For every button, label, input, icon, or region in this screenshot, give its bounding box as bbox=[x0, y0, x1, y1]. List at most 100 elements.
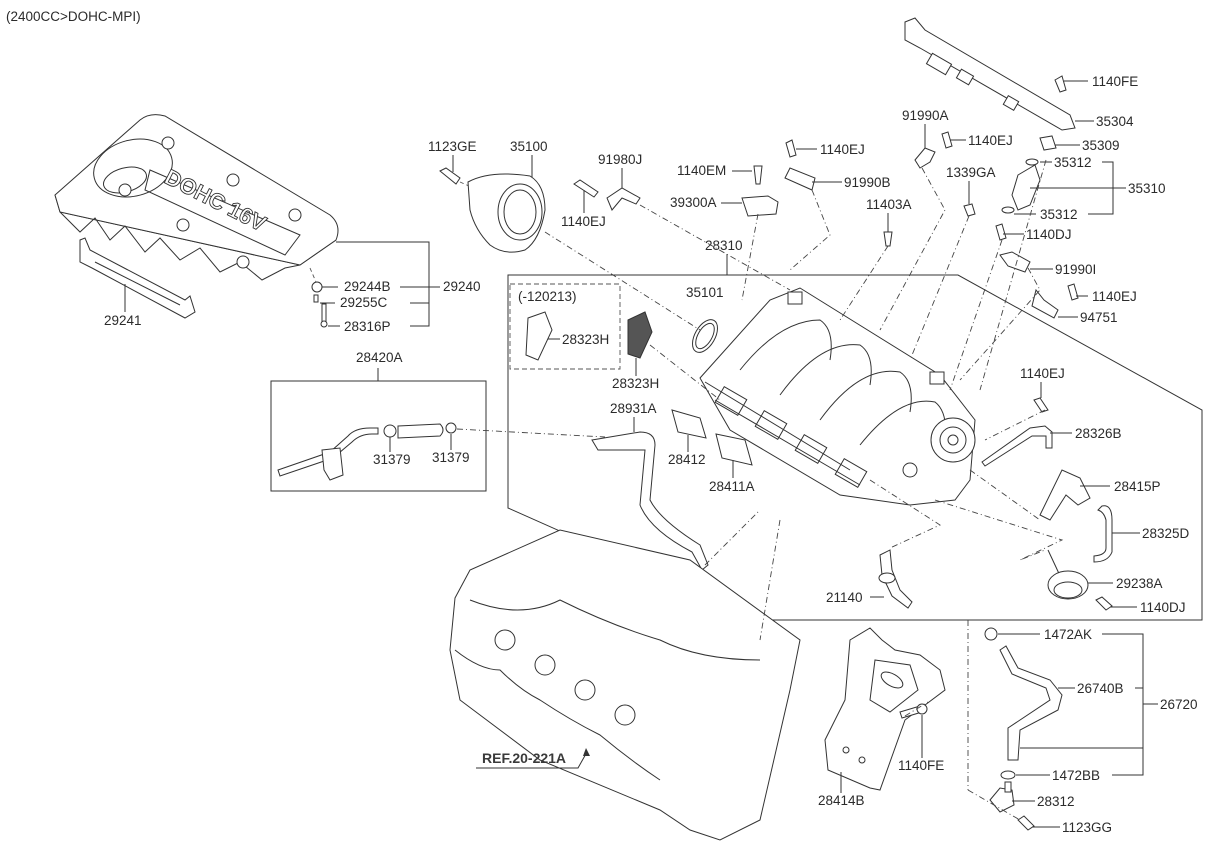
bracket-28414B[interactable] bbox=[824, 627, 946, 791]
tps-sensor-old[interactable] bbox=[525, 311, 553, 361]
part-label-31379-b[interactable]: 31379 bbox=[432, 450, 470, 465]
part-label-91990A[interactable]: 91990A bbox=[902, 108, 949, 123]
part-label-35312-b[interactable]: 35312 bbox=[1040, 207, 1078, 222]
part-label-29255C[interactable]: 29255C bbox=[340, 295, 388, 310]
part-label-28420A[interactable]: 28420A bbox=[356, 350, 403, 365]
bracket-91980J[interactable] bbox=[606, 187, 641, 211]
part-label-39300A[interactable]: 39300A bbox=[670, 195, 717, 210]
clamp-31379-a[interactable] bbox=[383, 424, 397, 438]
hose-28325D[interactable] bbox=[1093, 505, 1113, 563]
part-label-31379-a[interactable]: 31379 bbox=[373, 452, 411, 467]
part-label-1339GA[interactable]: 1339GA bbox=[946, 165, 996, 180]
cylinder-head[interactable] bbox=[449, 529, 801, 841]
part-label-35312-a[interactable]: 35312 bbox=[1054, 155, 1092, 170]
cover-bracket[interactable] bbox=[79, 237, 196, 319]
part-label-1140EM[interactable]: 1140EM bbox=[677, 163, 726, 178]
nut-1339GA[interactable] bbox=[963, 203, 976, 217]
bolt-11403A[interactable] bbox=[883, 231, 893, 247]
injector-35310[interactable] bbox=[1001, 158, 1041, 214]
part-label-26740B[interactable]: 26740B bbox=[1077, 681, 1124, 696]
part-label-28323H-b[interactable]: 28323H bbox=[612, 376, 659, 391]
part-label-28310[interactable]: 28310 bbox=[705, 238, 743, 253]
part-label-29238A[interactable]: 29238A bbox=[1116, 576, 1163, 591]
cap-35309[interactable] bbox=[1039, 135, 1057, 151]
bolt-1123GE[interactable] bbox=[439, 167, 461, 185]
hose-26740B[interactable] bbox=[999, 645, 1063, 761]
throttle-body[interactable] bbox=[467, 173, 546, 253]
engine-cover[interactable]: DOHC 16V bbox=[54, 114, 339, 281]
bolt-1140EJ-b[interactable] bbox=[785, 139, 797, 158]
part-label-28411A[interactable]: 28411A bbox=[709, 479, 755, 494]
part-label-29241[interactable]: 29241 bbox=[104, 313, 142, 328]
bolt-28316P[interactable] bbox=[321, 303, 327, 323]
tps-sensor-new[interactable] bbox=[627, 311, 653, 359]
reference-label[interactable]: REF.20-221A bbox=[482, 750, 566, 766]
part-label-1140DJ-a[interactable]: 1140DJ bbox=[1026, 227, 1072, 242]
clamp-31379-b[interactable] bbox=[445, 422, 457, 434]
part-label-28326B[interactable]: 28326B bbox=[1075, 426, 1122, 441]
bolt-1140FE-a[interactable] bbox=[1054, 75, 1067, 93]
intake-manifold-28310[interactable] bbox=[699, 287, 976, 506]
part-label-91990I[interactable]: 91990I bbox=[1055, 262, 1096, 277]
coolant-pipe-28931A[interactable] bbox=[591, 431, 709, 571]
gasket-35101[interactable] bbox=[687, 315, 722, 356]
part-label-1140EJ-e[interactable]: 1140EJ bbox=[1020, 366, 1065, 381]
part-label-1472BB[interactable]: 1472BB bbox=[1052, 768, 1100, 783]
part-label-1140FE-a[interactable]: 1140FE bbox=[1092, 74, 1138, 89]
bracket-91990B[interactable] bbox=[784, 167, 816, 191]
part-label-28412[interactable]: 28412 bbox=[668, 452, 706, 467]
actuator-29238A[interactable] bbox=[1047, 549, 1089, 600]
bolt-1140DJ-b[interactable] bbox=[1095, 596, 1113, 611]
map-sensor-39300A[interactable] bbox=[741, 195, 779, 217]
hose-28326B[interactable] bbox=[981, 425, 1053, 467]
bolt-1140EJ-c[interactable] bbox=[941, 131, 953, 149]
bolt-1123GG[interactable] bbox=[1017, 815, 1035, 831]
pcv-pipe[interactable] bbox=[277, 427, 379, 481]
part-label-1472AK[interactable]: 1472AK bbox=[1044, 627, 1092, 642]
fuel-rail-35304[interactable] bbox=[904, 17, 1076, 131]
part-label-1140EJ-a[interactable]: 1140EJ bbox=[561, 214, 606, 229]
part-label-1140DJ-b[interactable]: 1140DJ bbox=[1140, 600, 1186, 615]
bolt-1140EJ-e[interactable] bbox=[1033, 397, 1049, 413]
part-label-94751[interactable]: 94751 bbox=[1080, 310, 1118, 325]
fitting-28312[interactable] bbox=[989, 787, 1015, 813]
bolt-1140DJ-a[interactable] bbox=[995, 223, 1007, 241]
part-label-28931A[interactable]: 28931A bbox=[610, 401, 657, 416]
clamp-1472AK[interactable] bbox=[984, 627, 998, 641]
solenoid-valve-28415P[interactable] bbox=[1039, 469, 1091, 521]
part-label-26720[interactable]: 26720 bbox=[1160, 697, 1198, 712]
part-label-28312[interactable]: 28312 bbox=[1037, 794, 1075, 809]
part-label-1123GE[interactable]: 1123GE bbox=[428, 139, 477, 154]
part-label-35100[interactable]: 35100 bbox=[510, 139, 548, 154]
part-label-35310[interactable]: 35310 bbox=[1128, 181, 1166, 196]
bracket-94751[interactable] bbox=[1031, 288, 1059, 319]
part-label-35101[interactable]: 35101 bbox=[686, 285, 724, 300]
part-label-28414B[interactable]: 28414B bbox=[818, 793, 865, 808]
part-label-1140EJ-d[interactable]: 1140EJ bbox=[1092, 289, 1137, 304]
bracket-91990A[interactable] bbox=[914, 147, 936, 169]
part-label-1140EJ-c[interactable]: 1140EJ bbox=[968, 133, 1013, 148]
part-label-29244B[interactable]: 29244B bbox=[344, 279, 391, 294]
grommet-29244B[interactable] bbox=[311, 281, 323, 293]
part-label-28316P[interactable]: 28316P bbox=[344, 319, 391, 334]
part-label-1123GG[interactable]: 1123GG bbox=[1062, 820, 1112, 835]
part-label-35309[interactable]: 35309 bbox=[1082, 138, 1120, 153]
part-label-29240[interactable]: 29240 bbox=[443, 279, 481, 294]
bolt-1140EJ-a[interactable] bbox=[573, 179, 599, 198]
part-label-28415P[interactable]: 28415P bbox=[1114, 479, 1161, 494]
part-label-28325D[interactable]: 28325D bbox=[1142, 526, 1190, 541]
bolt-1140EJ-d[interactable] bbox=[1067, 283, 1079, 301]
part-label-1140EJ-b[interactable]: 1140EJ bbox=[820, 142, 865, 157]
part-label-28323H-a[interactable]: 28323H bbox=[562, 332, 609, 347]
part-label-91990B[interactable]: 91990B bbox=[844, 175, 891, 190]
gasket-28412[interactable] bbox=[671, 409, 707, 439]
collar-29255C[interactable] bbox=[313, 294, 319, 303]
hose-segment[interactable] bbox=[397, 423, 444, 439]
part-label-11403A[interactable]: 11403A bbox=[866, 197, 912, 212]
bracket-91990I[interactable] bbox=[999, 251, 1031, 273]
part-label-1140FE-b[interactable]: 1140FE bbox=[898, 758, 944, 773]
part-label-35304[interactable]: 35304 bbox=[1096, 114, 1134, 129]
bolt-1140EM[interactable] bbox=[753, 165, 763, 185]
gasket-28411A[interactable] bbox=[715, 433, 753, 466]
part-label-91980J[interactable]: 91980J bbox=[598, 152, 642, 167]
